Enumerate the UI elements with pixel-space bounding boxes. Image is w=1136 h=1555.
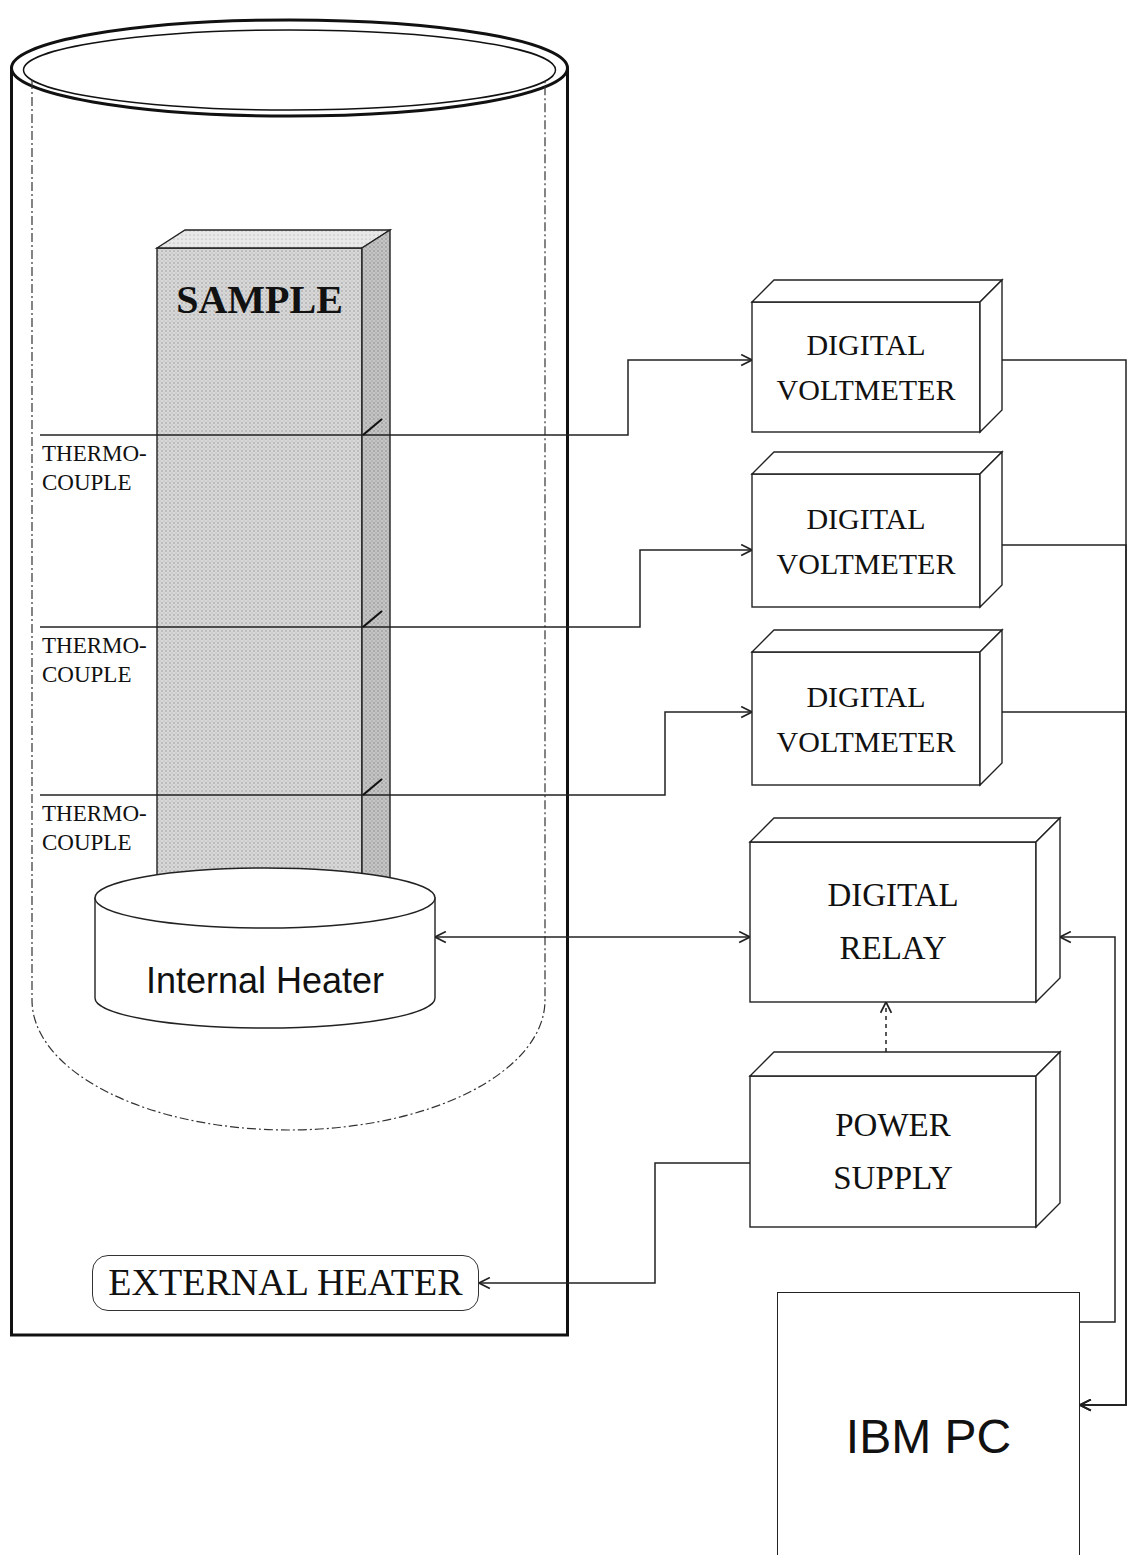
text-area: EXTERNAL HEATER [93, 1256, 478, 1310]
thermocouple-wire [40, 434, 390, 435]
front-face [750, 1076, 1036, 1227]
instrument-label: DIGITAL VOLTMETER [766, 496, 966, 586]
cylinder-top [95, 868, 435, 928]
thermocouple-junction [363, 779, 382, 795]
thermocouple-junction [363, 419, 382, 435]
vessel-wall [12, 68, 568, 1335]
instrument-box: DIGITAL VOLTMETER [752, 452, 1002, 607]
instrument-box: DIGITAL VOLTMETER [752, 280, 1002, 432]
side-face [1036, 818, 1060, 1002]
sample-block: SAMPLE [157, 230, 390, 910]
vessel-rim-inner [24, 30, 556, 110]
thermocouple-wire [40, 626, 390, 627]
computer-box: IBM PC [777, 1292, 1080, 1555]
side-face [980, 280, 1002, 432]
front-face [752, 652, 980, 785]
sensor-label: THERMO- COUPLE [42, 800, 156, 858]
text-area: IBM PC [778, 1293, 1079, 1555]
top-face [750, 1052, 1060, 1076]
top-face [157, 230, 390, 248]
signal-line [390, 360, 752, 435]
side-face [1036, 1052, 1060, 1227]
sensor-label: THERMO- COUPLE [42, 632, 156, 690]
thermocouple-wire [40, 794, 390, 795]
text-area: DIGITAL RELAY [750, 842, 1036, 1002]
front-face [750, 842, 1036, 1002]
instrument-label: DIGITAL RELAY [793, 869, 993, 975]
side-face [980, 452, 1002, 607]
sample-block-outline [157, 230, 390, 910]
side-face [980, 630, 1002, 785]
instrument-label: DIGITAL VOLTMETER [766, 674, 966, 764]
heater-cylinder-outline [95, 868, 435, 1028]
front-face [752, 302, 980, 432]
signal-line [1060, 937, 1115, 1322]
top-face [752, 280, 1002, 302]
instrument-box: DIGITAL VOLTMETER [752, 630, 1002, 785]
sensor-label: THERMO- COUPLE [42, 440, 156, 498]
heater-tag: EXTERNAL HEATER [92, 1255, 479, 1311]
signal-line [390, 712, 752, 795]
heater-cylinder: Internal Heater [95, 868, 435, 1028]
top-face [752, 630, 1002, 652]
heater-label: EXTERNAL HEATER [108, 1262, 462, 1304]
heater-label: Internal Heater [146, 960, 384, 1001]
sample-title: SAMPLE [176, 276, 343, 324]
instrument-label: DIGITAL VOLTMETER [766, 322, 966, 412]
text-area: Internal Heater [95, 868, 435, 1028]
side-face [362, 230, 390, 910]
computer-label: IBM PC [846, 1408, 1011, 1466]
text-area: DIGITAL VOLTMETER [752, 652, 980, 785]
front-face [752, 474, 980, 607]
text-area: DIGITAL VOLTMETER [752, 302, 980, 432]
top-face [750, 818, 1060, 842]
relay-box: DIGITAL RELAY [750, 818, 1060, 1002]
top-face [752, 452, 1002, 474]
front-face [157, 248, 362, 910]
signal-line [435, 936, 750, 938]
text-area: SAMPLE [157, 248, 362, 910]
text-area: POWER SUPPLY [750, 1076, 1036, 1227]
vessel-rim [12, 20, 568, 116]
inner-chamber [32, 80, 545, 1130]
supply-box: POWER SUPPLY [750, 1052, 1060, 1227]
signal-line [390, 550, 752, 627]
text-area: DIGITAL VOLTMETER [752, 474, 980, 607]
thermocouple-junction [363, 611, 382, 627]
signal-line [479, 1163, 750, 1283]
instrument-label: POWER SUPPLY [793, 1099, 993, 1205]
signal-line [885, 1002, 887, 1052]
outer-vessel [12, 20, 568, 1335]
